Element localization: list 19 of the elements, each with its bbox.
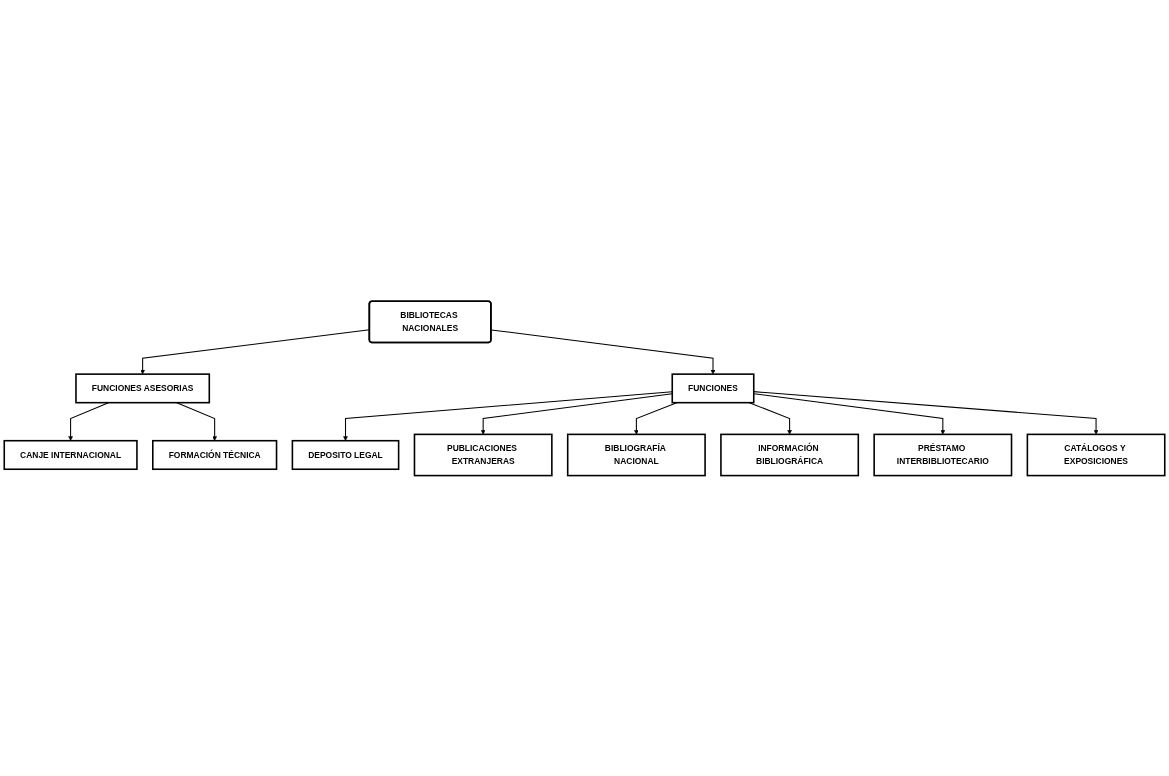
node-box: BIBLIOGRAFÍA NACIONAL	[566, 433, 706, 476]
arrow	[176, 401, 217, 441]
node-box: CATÁLOGOS Y EXPOSICIONES	[1026, 433, 1166, 476]
node-box: CANJE INTERNACIONAL	[3, 439, 138, 470]
arrow	[343, 390, 673, 441]
arrow	[480, 392, 673, 435]
node-box: INFORMACIÓN BIBLIOGRÁFICA	[720, 433, 860, 476]
node-box: PRÉSTAMO INTERBIBLIOTECARIO	[873, 433, 1013, 476]
node-box: FUNCIONES	[671, 372, 755, 404]
node-box: PUBLICACIONES EXTRANJERAS	[413, 433, 553, 476]
arrow	[68, 401, 110, 441]
arrow	[753, 390, 1099, 435]
node-box: DEPOSITO LEGAL	[291, 439, 400, 470]
arrow	[748, 401, 792, 435]
node-box: FUNCIONES ASESORIAS	[75, 372, 211, 404]
node-box: FORMACIÓN TÉCNICA	[152, 439, 278, 470]
arrow	[753, 392, 946, 435]
arrow	[490, 329, 716, 374]
arrow	[634, 401, 678, 435]
